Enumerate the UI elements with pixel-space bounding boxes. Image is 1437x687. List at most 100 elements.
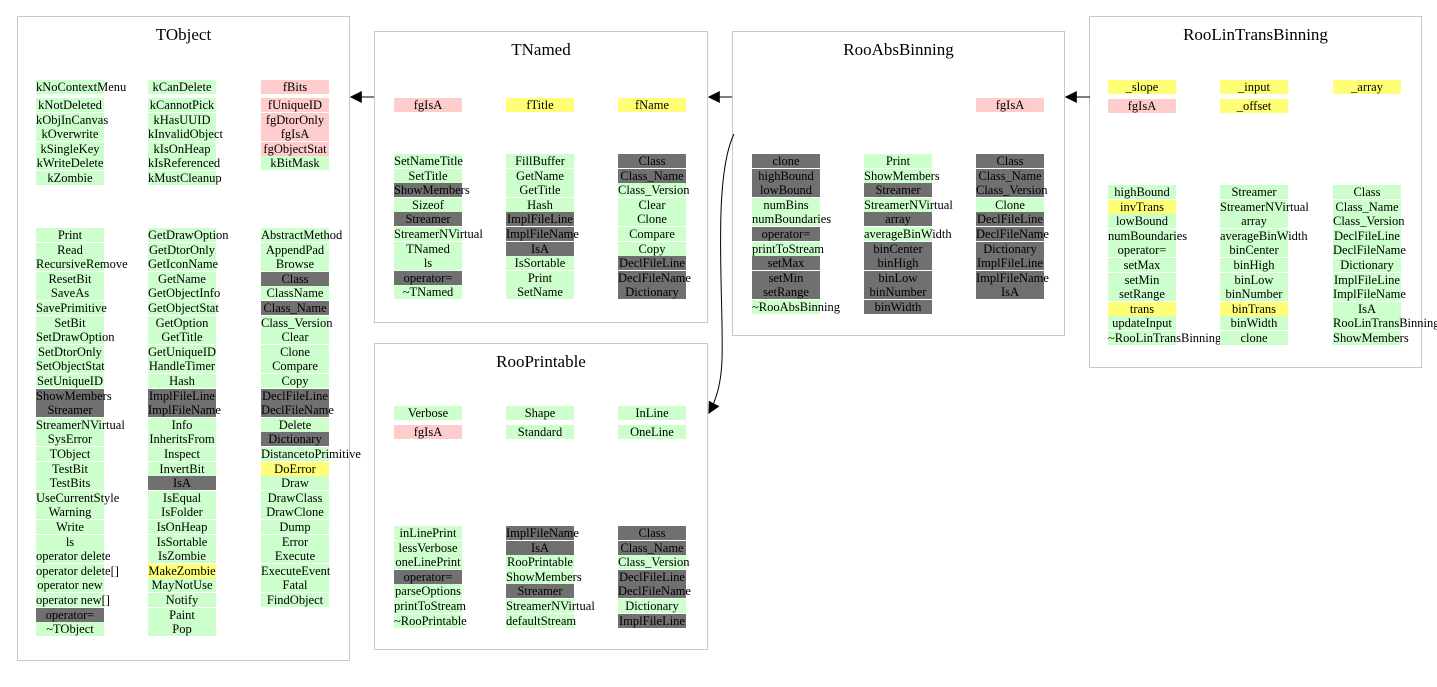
member-offset: _offset (1220, 98, 1288, 113)
member-browse: Browse (261, 257, 329, 272)
class-title: TNamed (511, 40, 571, 59)
member-clone: Clone (618, 212, 686, 227)
member-fatal: Fatal (261, 578, 329, 593)
member-kcannotpick: kCannotPick (148, 98, 216, 112)
member-iszombie: IsZombie (148, 549, 216, 564)
member-declfileline: DeclFileLine (1333, 228, 1401, 243)
member-drawclone: DrawClone (261, 505, 329, 520)
member-showmembers: ShowMembers (36, 388, 112, 403)
member-fgisa: fgIsA (976, 98, 1044, 112)
class-box-rooprintable: RooPrintable (374, 343, 708, 650)
member-dictionary: Dictionary (1333, 258, 1401, 272)
member-testbit: TestBit (36, 461, 104, 476)
member-invtrans: invTrans (1108, 199, 1176, 214)
member-inline: InLine (618, 406, 686, 420)
member-bintrans: binTrans (1220, 301, 1288, 316)
member-operator: operator= (1108, 243, 1176, 258)
class-title: TObject (155, 25, 212, 44)
member-handletimer: HandleTimer (148, 359, 216, 374)
member-binlow: binLow (864, 270, 932, 285)
member-print: Print (36, 228, 104, 242)
member-operator: operator= (394, 569, 462, 584)
member-getobjectinfo: GetObjectInfo (148, 286, 221, 301)
member-class-name: Class_Name (261, 301, 329, 315)
member-ls: ls (394, 256, 462, 271)
member-distancetoprimitive: DistancetoPrimitive (261, 447, 361, 461)
member-abstractmethod: AbstractMethod (261, 228, 343, 242)
member-kbitmask: kBitMask (261, 156, 329, 171)
member-rooabsbinning: ~RooAbsBinning (752, 300, 841, 314)
member-operator-delete: operator delete[] (36, 563, 119, 578)
member-isa: IsA (1333, 301, 1401, 316)
member-declfilename: DeclFileName (618, 270, 691, 285)
member-inspect: Inspect (148, 447, 216, 461)
member-setrange: setRange (1108, 287, 1176, 302)
member-array: _array (1333, 80, 1401, 94)
member-isonheap: IsOnHeap (148, 520, 216, 534)
member-fgisa: fgIsA (394, 424, 462, 439)
class-title: RooAbsBinning (843, 40, 954, 59)
member-kobjincanvas: kObjInCanvas (36, 112, 109, 127)
member-maynotuse: MayNotUse (148, 578, 216, 593)
member-operator: operator= (394, 270, 462, 285)
member-declfileline: DeclFileLine (618, 256, 686, 271)
member-class: Class (1333, 185, 1401, 199)
member-kisonheap: kIsOnHeap (148, 141, 216, 156)
member-tnamed: ~TNamed (394, 285, 462, 300)
member-implfileline: ImplFileLine (1333, 272, 1401, 287)
member-class-version: Class_Version (1333, 214, 1405, 229)
member-operator-delete: operator delete (36, 549, 111, 564)
member-fname: fName (618, 98, 686, 112)
member-write: Write (36, 520, 104, 534)
member-isa: IsA (506, 241, 574, 256)
member-averagebinwidth: averageBinWidth (864, 227, 952, 241)
member-streamernvirtual: StreamerNVirtual (1220, 199, 1309, 214)
member-getobjectstat: GetObjectStat (148, 301, 219, 315)
member-binwidth: binWidth (864, 300, 932, 314)
member-knocontextmenu: kNoContextMenu (36, 80, 127, 94)
member-averagebinwidth: averageBinWidth (1220, 228, 1308, 243)
member-operator-new: operator new (36, 578, 104, 593)
edge-rooabsbinning-to-rooprintable (708, 133, 735, 415)
member-array: array (864, 212, 932, 227)
class-title: RooPrintable (496, 352, 586, 371)
member-class-name: Class_Name (1333, 199, 1401, 214)
member-saveas: SaveAs (36, 286, 104, 301)
member-highbound: highBound (752, 168, 820, 183)
member-ftitle: fTitle (506, 98, 574, 112)
member-declfilename: DeclFileName (261, 403, 334, 418)
member-class-name: Class_Name (618, 540, 686, 555)
member-binnumber: binNumber (864, 285, 932, 300)
member-streamer: Streamer (394, 212, 462, 227)
member-class-version: Class_Version (618, 555, 690, 570)
member-kzombie: kZombie (36, 171, 104, 185)
member-streamernvirtual: StreamerNVirtual (394, 227, 483, 241)
member-setmax: setMax (752, 256, 820, 271)
member-setdrawoption: SetDrawOption (36, 330, 115, 345)
member-geticonname: GetIconName (148, 257, 219, 272)
member-error: Error (261, 534, 329, 549)
member-bincenter: binCenter (864, 241, 932, 256)
member-declfilename: DeclFileName (618, 584, 691, 599)
member-makezombie: MakeZombie (148, 563, 216, 578)
member-class-name: Class_Name (618, 168, 686, 183)
member-saveprimitive: SavePrimitive (36, 301, 107, 315)
member-lessverbose: lessVerbose (394, 540, 462, 555)
member-implfileline: ImplFileLine (148, 388, 216, 403)
member-oneline: OneLine (618, 424, 686, 439)
member-operator: operator= (36, 607, 104, 622)
member-gettitle: GetTitle (506, 183, 574, 198)
member-setname: SetName (506, 285, 574, 300)
member-fgisa: fgIsA (1108, 98, 1176, 113)
member-testbits: TestBits (36, 476, 104, 491)
member-fgobjectstat: fgObjectStat (261, 141, 329, 156)
member-gettitle: GetTitle (148, 330, 216, 345)
member-knotdeleted: kNotDeleted (36, 98, 104, 112)
member-isfolder: IsFolder (148, 505, 216, 520)
member-printtostream: printToStream (752, 241, 825, 256)
member-copy: Copy (261, 374, 329, 388)
member-highbound: highBound (1108, 185, 1176, 199)
member-print: Print (864, 154, 932, 168)
member-funiqueid: fUniqueID (261, 98, 329, 112)
member-dump: Dump (261, 520, 329, 534)
